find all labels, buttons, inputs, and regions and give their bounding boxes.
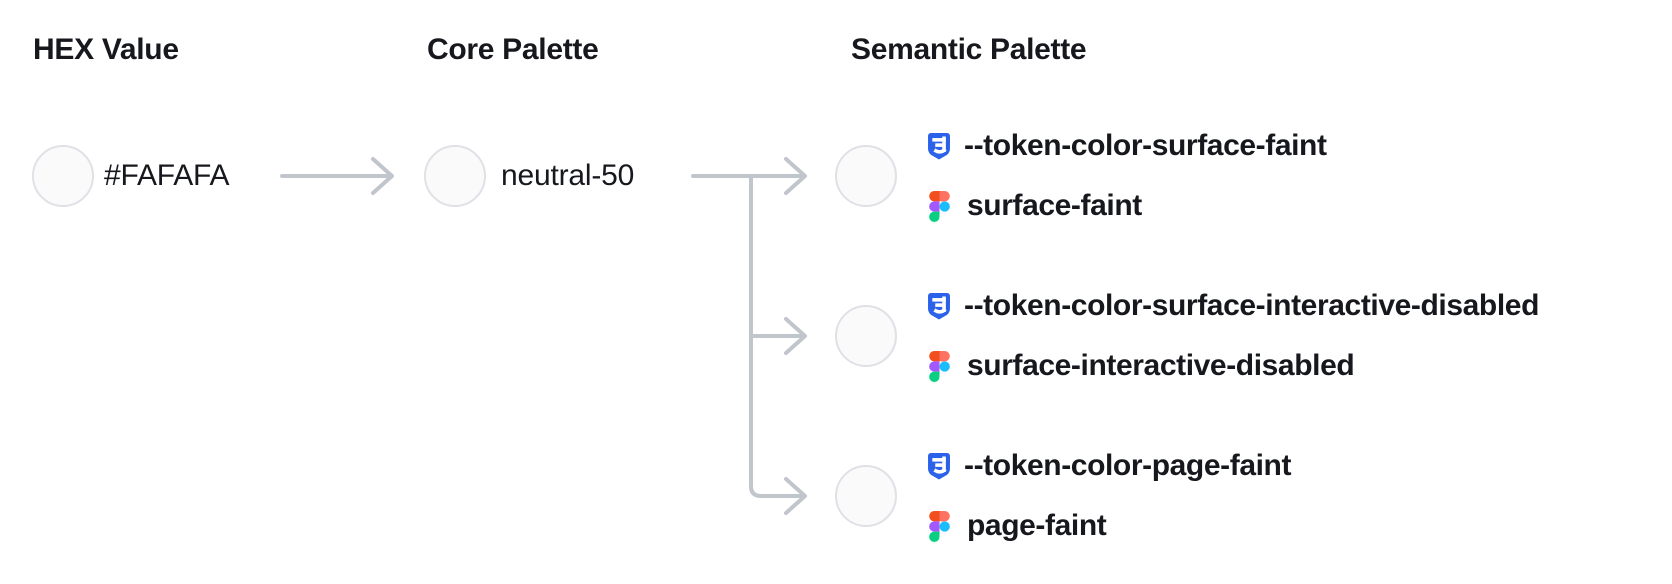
css-icon <box>928 133 950 160</box>
css-variable-label: --token-color-surface-interactive-disabl… <box>964 289 1539 322</box>
css-variable-label: --token-color-surface-faint <box>964 129 1327 162</box>
semantic-color-swatch <box>835 465 897 527</box>
core-palette-heading: Core Palette <box>427 33 599 66</box>
hex-color-swatch <box>32 145 94 207</box>
arrow-hex-to-core <box>280 157 394 195</box>
css-variable-label: --token-color-page-faint <box>964 449 1292 482</box>
semantic-color-swatch <box>835 145 897 207</box>
css-icon <box>928 293 950 320</box>
semantic-color-swatch <box>835 305 897 367</box>
hex-color-label: #FAFAFA <box>104 159 230 192</box>
figma-icon <box>929 511 950 542</box>
css-icon <box>928 453 950 480</box>
core-color-label: neutral-50 <box>501 159 635 192</box>
core-color-swatch <box>424 145 486 207</box>
figma-style-label: surface-interactive-disabled <box>967 349 1355 382</box>
figma-style-label: page-faint <box>967 509 1107 542</box>
figma-style-label: surface-faint <box>967 189 1142 222</box>
figma-icon <box>929 191 950 222</box>
figma-icon <box>929 351 950 382</box>
branch-core-to-semantic <box>691 157 807 515</box>
hex-value-heading: HEX Value <box>33 33 179 66</box>
semantic-palette-heading: Semantic Palette <box>851 33 1087 66</box>
